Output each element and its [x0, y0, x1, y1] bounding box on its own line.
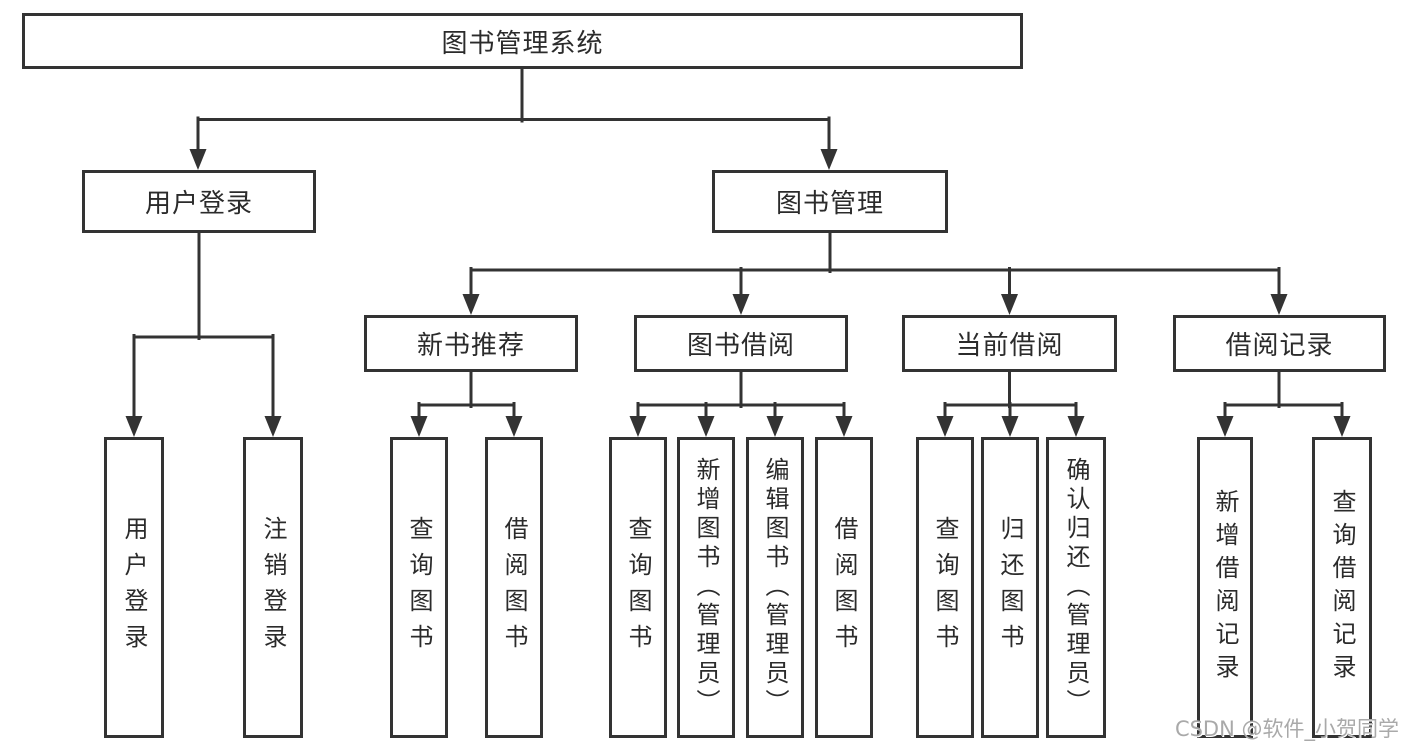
node-label: 图书管理 [775, 189, 884, 219]
leaf-newbook-query-books: 查询图书 [390, 437, 448, 738]
leaf-newbook-borrow-books: 借阅图书 [485, 437, 543, 738]
leaf-label: 查询借阅记录 [1328, 488, 1356, 687]
leaf-label: 查询图书 [405, 515, 433, 660]
node-label: 图书借阅 [686, 331, 795, 361]
node-label: 当前借阅 [955, 331, 1064, 361]
node-label: 用户登录 [144, 189, 253, 219]
leaf-user-login: 用户登录 [104, 437, 164, 738]
leaf-borrow-query-books: 查询图书 [609, 437, 667, 738]
leaf-borrow-borrow-books: 借阅图书 [815, 437, 873, 738]
node-borrow-records: 借阅记录 [1173, 315, 1386, 372]
leaf-label: 编辑图书（管理员） [761, 457, 789, 718]
node-new-book-recommend: 新书推荐 [364, 315, 578, 372]
leaf-label: 借阅图书 [500, 515, 528, 660]
leaf-borrow-add-books-admin: 新增图书（管理员） [677, 437, 735, 738]
node-book-borrow: 图书借阅 [634, 315, 848, 372]
leaf-label: 用户登录 [120, 515, 148, 660]
watermark: CSDN @软件_小贺同学 [1174, 717, 1399, 741]
leaf-current-return-books: 归还图书 [981, 437, 1039, 738]
node-book-management: 图书管理 [712, 170, 948, 233]
node-label: 借阅记录 [1225, 331, 1334, 361]
leaf-label: 归还图书 [996, 515, 1024, 660]
leaf-current-query-books: 查询图书 [916, 437, 974, 738]
leaf-label: 查询图书 [624, 515, 652, 660]
leaf-records-query-record: 查询借阅记录 [1312, 437, 1372, 738]
leaf-label: 查询图书 [931, 515, 959, 660]
node-user-login: 用户登录 [82, 170, 316, 233]
node-label: 图书管理系统 [441, 28, 604, 59]
node-label: 新书推荐 [416, 331, 525, 361]
leaf-records-add-record: 新增借阅记录 [1197, 437, 1253, 738]
leaf-logout: 注销登录 [243, 437, 303, 738]
node-library-management-system: 图书管理系统 [22, 13, 1023, 69]
arrowheads [125, 149, 1351, 437]
leaf-current-confirm-return-admin: 确认归还（管理员） [1046, 437, 1106, 738]
leaf-label: 新增图书（管理员） [692, 457, 720, 718]
leaf-label: 借阅图书 [830, 515, 858, 660]
leaf-label: 新增借阅记录 [1211, 488, 1239, 687]
leaf-label: 确认归还（管理员） [1062, 457, 1090, 718]
node-current-borrow: 当前借阅 [902, 315, 1117, 372]
leaf-label: 注销登录 [259, 515, 287, 660]
leaf-borrow-edit-books-admin: 编辑图书（管理员） [746, 437, 804, 738]
